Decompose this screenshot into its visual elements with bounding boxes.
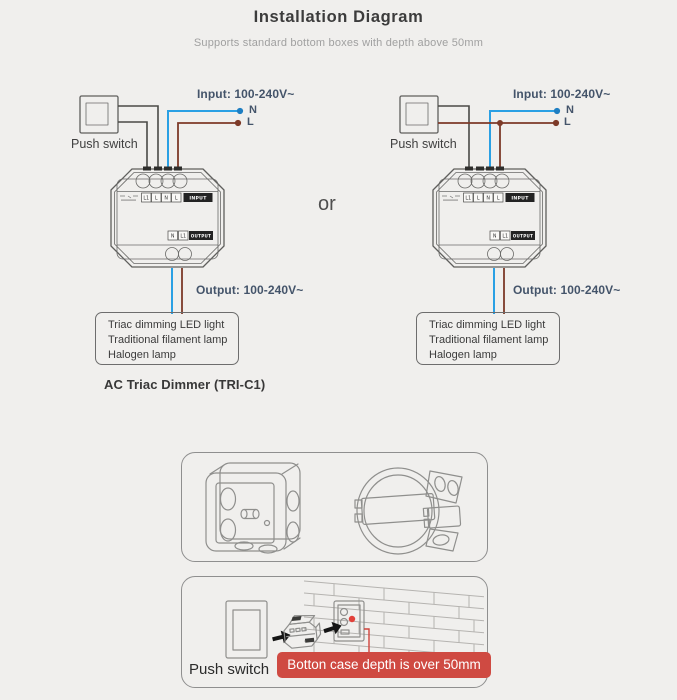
live-label: L bbox=[247, 116, 254, 128]
load-line: Triac dimming LED light bbox=[429, 319, 546, 331]
push-switch-drawing bbox=[79, 95, 119, 134]
input-terminal-label: L bbox=[175, 196, 178, 202]
push-switch-label: Push switch bbox=[189, 661, 270, 678]
push-switch-drawing bbox=[399, 95, 439, 134]
switch-wire-2 bbox=[118, 121, 148, 168]
neutral-label: N bbox=[566, 104, 574, 116]
output-voltage-label: Output: 100-240V~ bbox=[513, 283, 621, 297]
junction-dot bbox=[497, 120, 503, 126]
arrow-right-icon bbox=[323, 621, 342, 635]
push-dim-marking bbox=[442, 195, 460, 201]
switch-wire-1 bbox=[438, 105, 470, 168]
wiring-diagram-right: L1 L N L INPUT N L1 OUTPUT bbox=[399, 95, 561, 314]
dimmer-unit: L1 L N L INPUT N L1 OUTPUT bbox=[432, 166, 547, 268]
live-wire bbox=[177, 122, 237, 168]
load-line: Halogen lamp bbox=[429, 348, 497, 361]
push-switch-button bbox=[85, 102, 109, 126]
wall-mount-box-drawing bbox=[333, 600, 365, 642]
dimmer-module-drawing bbox=[283, 615, 322, 649]
load-types-box: Triac dimming LED light Traditional fila… bbox=[95, 312, 239, 365]
input-terminal-label: L1 bbox=[143, 196, 149, 202]
input-tag: INPUT bbox=[511, 196, 529, 202]
push-switch-label: Push switch bbox=[71, 137, 138, 151]
or-label: or bbox=[318, 193, 336, 215]
input-tag: INPUT bbox=[189, 196, 207, 202]
product-caption: AC Triac Dimmer (TRI-C1) bbox=[104, 377, 266, 392]
output-terminal-label: L1 bbox=[180, 234, 186, 240]
load-line: Traditional filament lamp bbox=[429, 333, 549, 346]
input-terminal-label: N bbox=[164, 196, 168, 202]
input-terminal-label: L bbox=[477, 196, 480, 202]
page-subtitle: Supports standard bottom boxes with dept… bbox=[193, 37, 484, 49]
square-bottom-box-drawing bbox=[205, 462, 301, 554]
output-tag: OUTPUT bbox=[513, 233, 534, 238]
live-terminal-dot bbox=[234, 119, 242, 127]
output-voltage-label: Output: 100-240V~ bbox=[196, 283, 304, 297]
push-switch-button bbox=[405, 102, 429, 126]
neutral-wire bbox=[489, 110, 556, 168]
load-line: Traditional filament lamp bbox=[108, 333, 228, 346]
input-voltage-label: Input: 100-240V~ bbox=[513, 87, 611, 101]
push-dim-marking bbox=[120, 195, 138, 201]
load-line: Triac dimming LED light bbox=[108, 319, 225, 331]
neutral-terminal-dot bbox=[236, 107, 244, 115]
load-types-box: Triac dimming LED light Traditional fila… bbox=[416, 312, 560, 365]
arrow-right-icon bbox=[272, 630, 291, 644]
switch-wire-1 bbox=[118, 105, 159, 168]
load-line: Halogen lamp bbox=[108, 348, 176, 361]
live-label: L bbox=[564, 116, 571, 128]
neutral-wire bbox=[167, 110, 239, 168]
wiring-diagram-canvas: L1 L N L INPUT N L1 OUTPUT bbox=[79, 95, 561, 314]
live-terminal-dot bbox=[552, 119, 560, 127]
output-terminal-label: N bbox=[493, 234, 497, 240]
depth-warning-banner: Botton case depth is over 50mm bbox=[277, 652, 491, 678]
depth-leader-line bbox=[364, 628, 370, 652]
bottom-boxes-panel bbox=[181, 452, 488, 562]
depth-marker-dot bbox=[348, 615, 356, 623]
input-voltage-label: Input: 100-240V~ bbox=[197, 87, 295, 101]
input-terminal-label: L1 bbox=[465, 196, 471, 202]
wiring-diagram-left: L1 L N L INPUT N L1 OUTPUT bbox=[79, 95, 244, 314]
neutral-label: N bbox=[249, 104, 257, 116]
output-tag: OUTPUT bbox=[191, 233, 212, 238]
input-terminal-label: L bbox=[155, 196, 158, 202]
output-terminal-label: N bbox=[171, 234, 175, 240]
dimmer-unit: L1 L N L INPUT N L1 OUTPUT bbox=[110, 166, 225, 268]
push-switch-label: Push switch bbox=[390, 137, 457, 151]
push-switch-plate-drawing bbox=[225, 600, 268, 659]
output-terminal-label: L1 bbox=[502, 234, 508, 240]
bottom-boxes-drawing bbox=[205, 462, 463, 555]
page-title: Installation Diagram bbox=[253, 8, 424, 26]
input-terminal-label: L bbox=[497, 196, 500, 202]
round-bottom-box-drawing bbox=[354, 467, 463, 555]
installation-drawing bbox=[225, 580, 484, 670]
neutral-terminal-dot bbox=[553, 107, 561, 115]
installation-panel: Push switch Botton case depth is over 50… bbox=[181, 576, 491, 688]
input-terminal-label: N bbox=[486, 196, 490, 202]
